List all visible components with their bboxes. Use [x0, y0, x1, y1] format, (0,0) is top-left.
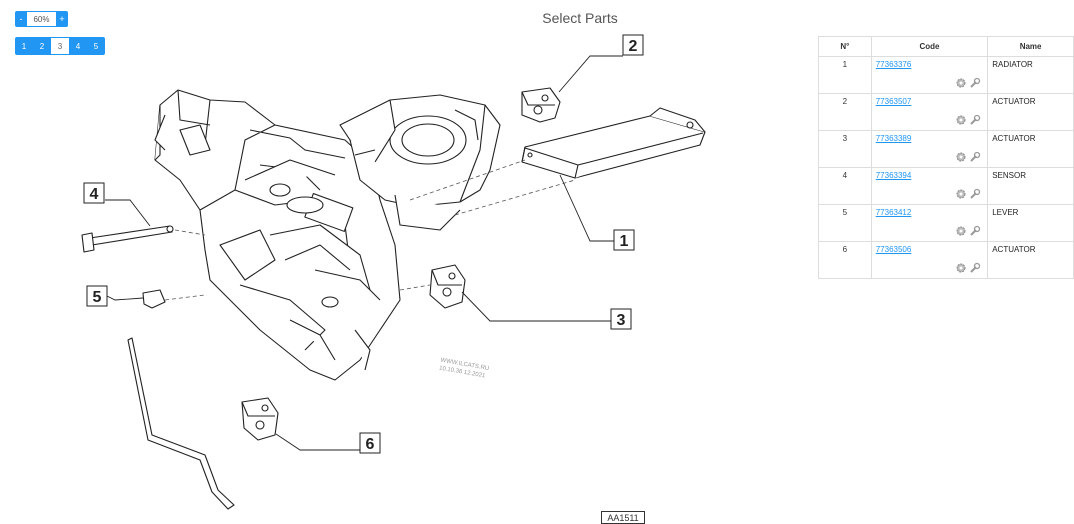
row-name: LEVER — [987, 204, 1074, 242]
row-code-cell: 77363389 — [870, 130, 989, 168]
row-name: ACTUATOR — [987, 93, 1074, 131]
callout-3[interactable]: 3 — [610, 308, 632, 330]
table-row[interactable]: 6 77363506 ACTUATOR — [818, 241, 1074, 279]
row-name: ACTUATOR — [987, 130, 1074, 168]
part-code-link[interactable]: 77363412 — [875, 208, 912, 217]
wrench-icon[interactable] — [969, 225, 981, 237]
callout-1[interactable]: 1 — [613, 229, 635, 251]
lever-5-part — [127, 289, 235, 510]
blower-housing — [339, 94, 501, 231]
row-name: ACTUATOR — [987, 241, 1074, 279]
callout-4[interactable]: 4 — [83, 182, 105, 204]
page-selector: 1 2 3 4 5 — [15, 37, 105, 55]
svg-text:1: 1 — [620, 233, 629, 250]
row-code-cell: 77363506 — [870, 241, 989, 279]
part-code-link[interactable]: 77363394 — [875, 171, 912, 180]
zoom-control: - 60% + — [15, 11, 68, 27]
header-code: Code — [870, 36, 989, 57]
gear-icon[interactable] — [955, 188, 967, 200]
wrench-icon[interactable] — [969, 188, 981, 200]
page-button-4[interactable]: 4 — [69, 37, 87, 55]
svg-text:4: 4 — [90, 186, 99, 203]
part-code-link[interactable]: 77363506 — [875, 245, 912, 254]
svg-text:5: 5 — [93, 289, 102, 306]
page-title: Select Parts — [542, 10, 618, 26]
row-code-cell: 77363394 — [870, 167, 989, 205]
row-code-cell: 77363507 — [870, 93, 989, 131]
callout-5[interactable]: 5 — [86, 285, 108, 307]
hvac-housing — [154, 89, 401, 381]
parts-table: N° Code Name 1 77363376 RADIATOR 2 77363… — [818, 36, 1074, 279]
gear-icon[interactable] — [955, 262, 967, 274]
callout-2[interactable]: 2 — [622, 34, 644, 56]
row-name: SENSOR — [987, 167, 1074, 205]
gear-icon[interactable] — [955, 114, 967, 126]
wrench-icon[interactable] — [969, 151, 981, 163]
row-no: 6 — [818, 241, 872, 279]
row-no: 5 — [818, 204, 872, 242]
gear-icon[interactable] — [955, 225, 967, 237]
gear-icon[interactable] — [955, 77, 967, 89]
table-row[interactable]: 1 77363376 RADIATOR — [818, 56, 1074, 94]
part-code-link[interactable]: 77363389 — [875, 134, 912, 143]
svg-text:3: 3 — [617, 312, 626, 329]
table-row[interactable]: 2 77363507 ACTUATOR — [818, 93, 1074, 131]
header-name: Name — [987, 36, 1074, 57]
row-name: RADIATOR — [987, 56, 1074, 94]
actuator-6-part — [241, 397, 279, 441]
svg-text:6: 6 — [366, 436, 375, 453]
part-code-link[interactable]: 77363376 — [875, 60, 912, 69]
radiator-part — [521, 107, 706, 179]
wrench-icon[interactable] — [969, 77, 981, 89]
callout-6[interactable]: 6 — [359, 432, 381, 454]
table-row[interactable]: 5 77363412 LEVER — [818, 204, 1074, 242]
gear-icon[interactable] — [955, 151, 967, 163]
wrench-icon[interactable] — [969, 114, 981, 126]
row-code-cell: 77363376 — [870, 56, 989, 94]
actuator-2-part — [521, 87, 561, 123]
page-button-1[interactable]: 1 — [15, 37, 33, 55]
header-no: N° — [818, 36, 872, 57]
parts-diagram: 1 2 3 4 5 6 WWW.ILCATS.RU 10.10.36 12.20… — [81, 34, 706, 510]
page-button-3[interactable]: 3 — [51, 37, 69, 55]
wrench-icon[interactable] — [969, 262, 981, 274]
row-no: 4 — [818, 167, 872, 205]
sensor-4-part — [81, 225, 174, 253]
table-row[interactable]: 3 77363389 ACTUATOR — [818, 130, 1074, 168]
page-button-5[interactable]: 5 — [87, 37, 105, 55]
zoom-level: 60% — [27, 11, 56, 27]
zoom-out-button[interactable]: - — [15, 11, 27, 27]
page-button-2[interactable]: 2 — [33, 37, 51, 55]
svg-text:2: 2 — [629, 38, 638, 55]
actuator-3-part — [429, 264, 466, 309]
table-row[interactable]: 4 77363394 SENSOR — [818, 167, 1074, 205]
table-header-row: N° Code Name — [818, 36, 1074, 57]
row-no: 2 — [818, 93, 872, 131]
part-code-link[interactable]: 77363507 — [875, 97, 912, 106]
row-no: 3 — [818, 130, 872, 168]
zoom-in-button[interactable]: + — [56, 11, 68, 27]
row-code-cell: 77363412 — [870, 204, 989, 242]
row-no: 1 — [818, 56, 872, 94]
image-code-label: AA1511 — [601, 511, 645, 524]
